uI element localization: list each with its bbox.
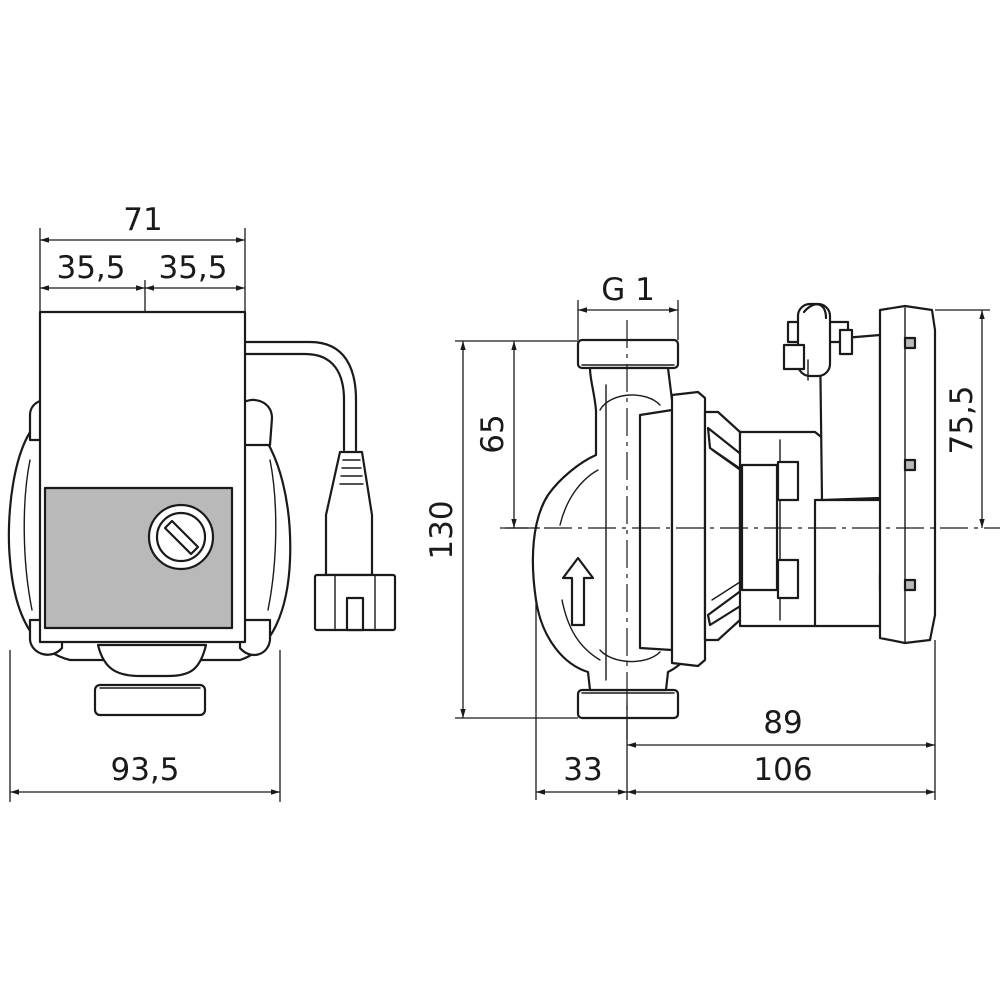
flow-direction-arrow-icon <box>561 556 595 627</box>
side-view <box>531 302 937 720</box>
control-knob-icon <box>147 503 215 571</box>
bottom-port-side <box>576 688 680 720</box>
housing-inner-contour-right <box>267 459 277 611</box>
dim-33-label: 33 <box>563 752 602 788</box>
dim-89-label: 89 <box>763 705 802 741</box>
cable-clip <box>782 302 854 381</box>
cable-strain-relief <box>324 450 374 577</box>
side-view-dimensions: G 1 130 65 75,5 89 33 106 <box>424 272 990 800</box>
housing-inner-contour <box>23 459 33 611</box>
power-cable <box>243 340 358 452</box>
dim-130-label: 130 <box>424 500 460 559</box>
dim-93-5-label: 93,5 <box>110 752 179 788</box>
dim-g1-label: G 1 <box>601 272 655 308</box>
bottom-port <box>93 683 207 717</box>
housing-flange <box>638 408 674 652</box>
top-port <box>576 338 680 370</box>
front-view <box>7 310 397 717</box>
front-view-dimensions: 71 35,5 35,5 93,5 <box>9 202 281 802</box>
module-rear-cover <box>878 304 937 645</box>
dim-71-label: 71 <box>123 202 162 238</box>
dim-106-label: 106 <box>753 752 812 788</box>
dim-35-5-right-label: 35,5 <box>158 250 227 286</box>
side-view-centerlines <box>500 320 1000 740</box>
dim-65-label: 65 <box>475 414 511 453</box>
motor-flange <box>670 390 707 668</box>
dim-75-5-label: 75,5 <box>944 385 980 454</box>
dim-35-5-left-label: 35,5 <box>56 250 125 286</box>
mounting-lug-bottom-right <box>238 618 272 657</box>
bottom-neck <box>96 643 208 678</box>
